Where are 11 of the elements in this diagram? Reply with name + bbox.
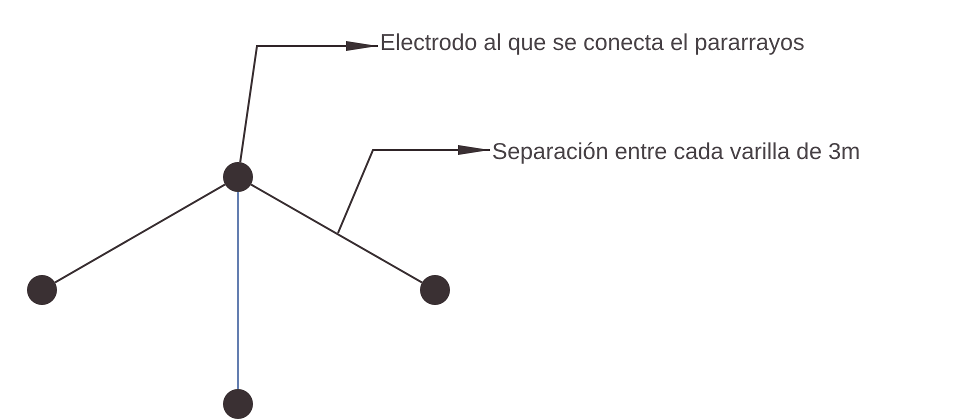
- leader-line: [239, 41, 378, 162]
- leader-line: [337, 145, 490, 234]
- connecting-wire: [250, 184, 422, 284]
- ground-rod-dot: [420, 275, 450, 305]
- connecting-wire: [237, 192, 239, 389]
- callout-text: Separación entre cada varilla de 3m: [492, 137, 860, 165]
- ground-rod-dot: [27, 275, 57, 305]
- ground-rod-dot: [223, 162, 253, 192]
- connecting-wire: [54, 184, 226, 284]
- callout-text: Electrodo al que se conecta el pararrayos: [380, 28, 804, 56]
- ground-rod-dot: [223, 389, 253, 419]
